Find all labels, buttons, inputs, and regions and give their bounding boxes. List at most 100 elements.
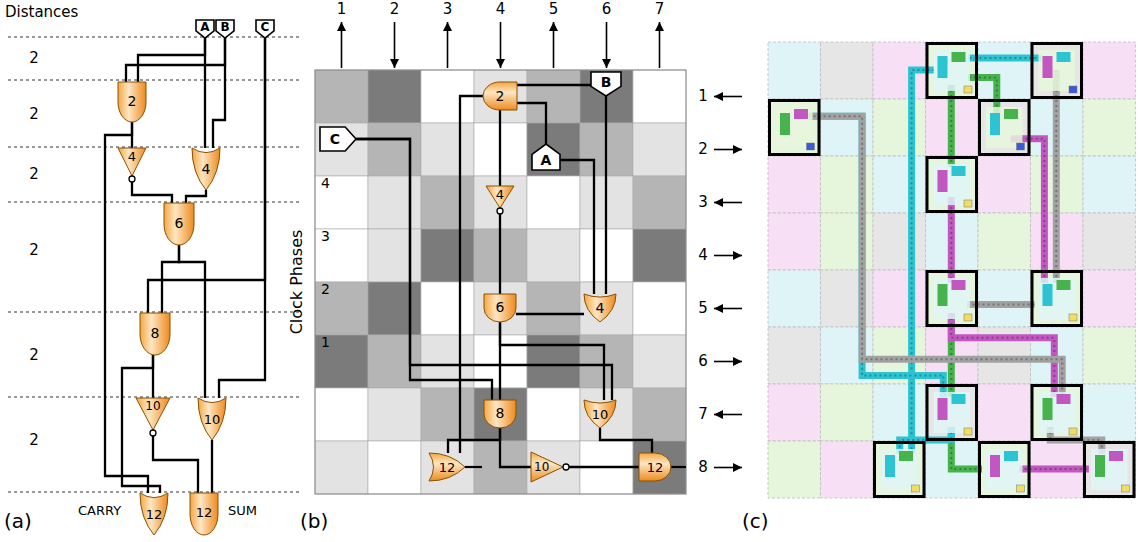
- layout-tile: [1083, 213, 1136, 270]
- clock-arrow: [714, 304, 742, 313]
- clock-cell: [421, 176, 474, 229]
- gate-tile-border: [927, 158, 977, 212]
- input-pin-shape: [196, 20, 214, 38]
- gate-tile-border: [980, 443, 1030, 497]
- row-number: 2: [698, 141, 708, 158]
- input-name: B: [601, 75, 612, 89]
- clock-cell: [368, 176, 421, 229]
- clock-cell: [633, 441, 686, 494]
- gate-distance: 8: [496, 406, 505, 420]
- layout-tile: [1083, 441, 1136, 498]
- input-pin-shape: [216, 20, 234, 38]
- axis-title: Clock Phases: [288, 230, 306, 335]
- layout-wire: [809, 116, 1063, 397]
- clock-arrow: [714, 251, 742, 260]
- layout-tile: [978, 213, 1031, 270]
- layout-tile: [873, 156, 926, 213]
- column-number: 2: [390, 1, 400, 18]
- gate-tile-fill: [934, 278, 971, 319]
- gate-shape: [484, 294, 516, 322]
- grid-border: [315, 70, 686, 494]
- gate-tile-cells: [885, 455, 895, 477]
- layout-tile: [1083, 270, 1136, 327]
- clock-cell: [368, 388, 421, 441]
- wire: [560, 160, 594, 294]
- clock-cell: [315, 441, 368, 494]
- layout-tile: [768, 327, 821, 384]
- clock-cell: [580, 335, 633, 388]
- clock-arrow: [714, 145, 742, 154]
- gate-shape: [198, 398, 226, 440]
- gate-tile-fill: [1091, 449, 1128, 490]
- layout-tile: [1031, 42, 1084, 99]
- gate-tile-fill: [881, 449, 918, 490]
- layout-wire-dots: [809, 116, 1063, 397]
- clock-arrow: [714, 198, 742, 207]
- gate-tile-cells: [1057, 394, 1071, 404]
- layout-wire: [968, 55, 1041, 62]
- gate-tile-cells: [1043, 284, 1053, 306]
- input-name: C: [261, 21, 270, 33]
- gate-distance: 10: [534, 461, 549, 473]
- gate-tile-cells: [952, 52, 966, 62]
- output-name: CARRY: [78, 504, 121, 518]
- layout-wire: [1053, 70, 1060, 283]
- gate-shape: [190, 493, 218, 535]
- phase-number: 2: [321, 282, 330, 297]
- gate-shape: [584, 400, 616, 428]
- logic-gate: 8: [484, 400, 516, 428]
- clock-arrow: [714, 357, 742, 366]
- layout-tile: [926, 270, 979, 327]
- logic-gate: 8: [140, 313, 170, 355]
- clock-cell: [315, 282, 368, 335]
- layout-tile: [978, 384, 1031, 441]
- gate-tile-fill: [934, 164, 971, 205]
- phase-number: 1: [321, 335, 330, 350]
- logic-gate: 4: [118, 148, 146, 182]
- clock-cell: [633, 70, 686, 123]
- gate-tile-border: [875, 443, 925, 497]
- layout-tile: [873, 384, 926, 441]
- gate-tile-cells: [938, 398, 948, 420]
- gate-distance: 2: [128, 94, 137, 108]
- gate-tile-marker: [964, 314, 972, 321]
- input-name: A: [541, 153, 552, 167]
- wire: [126, 38, 225, 82]
- wire: [213, 38, 225, 148]
- gate-tile-marker: [1017, 485, 1025, 492]
- clock-cell: [368, 123, 421, 176]
- clock-arrow: [496, 22, 505, 68]
- gate-shape: [584, 294, 616, 322]
- gate-shape: [192, 148, 220, 190]
- gate-tile-marker: [1069, 86, 1077, 93]
- layout-tile: [821, 42, 874, 99]
- inverter-bubble: [129, 176, 135, 182]
- layout-tile: [978, 42, 1031, 99]
- clock-cell: [633, 282, 686, 335]
- distance-step: 2: [29, 432, 39, 449]
- gate-shape: [118, 82, 146, 122]
- logic-gate: 10: [198, 398, 226, 440]
- gate-tile-marker: [964, 86, 972, 93]
- column-number: 3: [443, 1, 453, 18]
- layout-tile: [768, 213, 821, 270]
- gate-distance: 8: [151, 326, 160, 340]
- row-number: 3: [698, 194, 708, 211]
- logic-gate: 12: [190, 493, 218, 535]
- layout-tile: [821, 384, 874, 441]
- clock-arrow: [714, 463, 742, 472]
- inverter-bubble: [150, 430, 156, 436]
- gate-tile-cells: [1095, 455, 1105, 477]
- layout-tile: [768, 156, 821, 213]
- gate-tile-fill: [934, 392, 971, 433]
- wire: [356, 139, 492, 400]
- wire: [138, 38, 205, 82]
- logic-gate: 6: [484, 294, 516, 322]
- row-number: 8: [698, 459, 708, 476]
- wire: [569, 466, 639, 468]
- layout-tile: [768, 270, 821, 327]
- gate-shape: [639, 453, 671, 481]
- row-number: 7: [698, 406, 708, 423]
- clock-arrow: [602, 22, 611, 68]
- wire: [499, 214, 501, 294]
